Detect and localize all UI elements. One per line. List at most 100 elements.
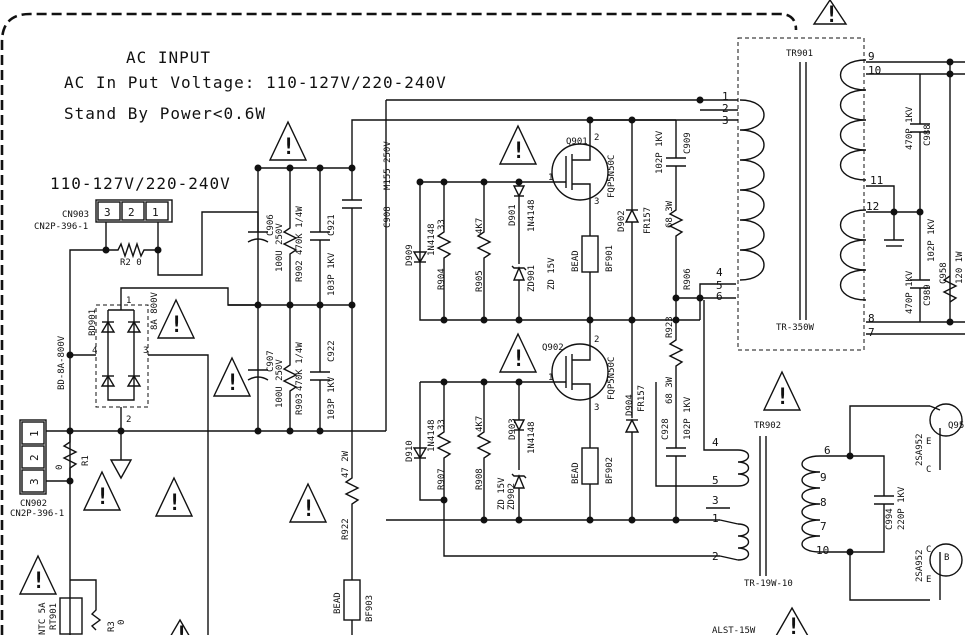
c989-label: C989 [923, 284, 933, 306]
d910-value: 1N4148 [427, 419, 437, 452]
bd901-rating: 8A 800V [150, 291, 160, 330]
svg-text:!: ! [96, 485, 109, 510]
tr902-part: TR-19W-10 [744, 579, 793, 589]
q95-top-part: 2SA952 [915, 433, 925, 466]
q901-label: Q901 [566, 137, 588, 147]
c907-label: C907 [266, 350, 276, 372]
c909-label: C909 [683, 132, 693, 154]
bf901-label: BF901 [605, 245, 615, 272]
rt901-thermistor [59, 597, 83, 635]
r1-label: R1 [81, 455, 91, 466]
c922-value: 103P 1KV [327, 376, 337, 420]
r906-label: R906 [683, 268, 693, 290]
c908-label: C908 [383, 206, 393, 228]
cn902-pin1: 1 [28, 430, 41, 437]
zd901-value: ZD 15V [547, 257, 557, 290]
c928-value: 102P 1KV [683, 396, 693, 440]
warning-icon: ! [498, 124, 538, 165]
r902-value: 470K 1/4W [295, 206, 305, 255]
c906-value: 100U 250V [275, 223, 285, 272]
tr901-pin4: 4 [716, 266, 723, 279]
svg-text:!: ! [302, 497, 315, 522]
tr901-pin2: 2 [722, 102, 729, 115]
svg-text:!: ! [175, 623, 188, 635]
r3-value: 0 [117, 620, 127, 625]
cn902-pin3: 3 [28, 478, 41, 485]
c994-value: 220P 1KV [897, 486, 907, 530]
tr901-pin12: 12 [866, 200, 879, 213]
title-ac-input: AC INPUT [126, 48, 211, 67]
warning-icon: ! [170, 618, 190, 635]
bd901-box [95, 304, 149, 408]
q95-top-e: E [926, 437, 931, 447]
svg-text:!: ! [825, 3, 838, 28]
zd902-value: ZD 15V [497, 477, 507, 510]
q95-transistor-bottom [929, 543, 963, 577]
r922-label: R922 [341, 518, 351, 540]
d909-label: D909 [405, 244, 415, 266]
warning-icon: ! [154, 476, 194, 517]
r-120-value: 120 1W [955, 251, 965, 284]
svg-text:!: ! [32, 569, 45, 594]
r1-resistor [62, 431, 78, 481]
tr901-pin9: 9 [868, 50, 875, 63]
warning-icon: ! [156, 298, 196, 339]
warning-icon: ! [212, 356, 252, 397]
svg-text:!: ! [226, 371, 239, 396]
r908-label: R908 [475, 468, 485, 490]
tr902-pin3: 3 [712, 494, 719, 507]
cn903-label: CN903 [62, 210, 89, 220]
q95-bottom-c: C [926, 545, 931, 555]
c909-value: 102P 1KV [655, 130, 665, 174]
bf903-bead-label: BEAD [333, 592, 343, 614]
bd-pin1: 1 [126, 296, 131, 306]
d902-label: D902 [617, 210, 627, 232]
r922-value: 47 2W [341, 450, 351, 478]
bf902-bead [581, 447, 599, 485]
tr902-pin5: 5 [712, 474, 719, 487]
warning-icon: ! [812, 0, 848, 28]
q901-pin1: 1 [548, 173, 553, 183]
q902-pin3: 3 [594, 403, 599, 413]
cn902-pin2: 2 [28, 454, 41, 461]
r923-label: R923 [665, 316, 675, 338]
q901-part: FQP5N50C [607, 155, 617, 198]
d903-label: D903 [508, 418, 518, 440]
ground-symbol [109, 459, 133, 480]
cn903-connector [95, 199, 173, 223]
tr901-pin7: 7 [868, 326, 875, 339]
tr901-pin1: 1 [722, 90, 729, 103]
tr902-pin7: 7 [820, 520, 827, 533]
board-outline [0, 12, 798, 635]
tr902-winding-a [737, 449, 750, 487]
d909-value: 1N4148 [427, 223, 437, 256]
d904-part: FR157 [637, 385, 647, 412]
tr901-primary [739, 99, 765, 281]
c907-value: 100U 250V [275, 359, 285, 408]
c989-value: 470P 1KV [905, 270, 915, 314]
tr901-part: TR-350W [776, 323, 815, 333]
tr902-pin9: 9 [820, 471, 827, 484]
svg-text:!: ! [776, 385, 789, 410]
warning-icon: ! [18, 554, 58, 595]
svg-text:!: ! [170, 313, 183, 338]
d901-value: 1N4148 [527, 199, 537, 232]
tr902-secondary [801, 455, 821, 553]
c958-value: 102P 1KV [927, 218, 937, 262]
zd902-label: ZD902 [507, 483, 517, 510]
zd901-label: ZD901 [527, 265, 537, 292]
q95-label: Q95 [948, 421, 964, 431]
q902-pin2: 2 [594, 335, 599, 345]
title-voltage: AC In Put Voltage: 110-127V/220-240V [64, 73, 447, 92]
tr902-pin1: 1 [712, 512, 719, 525]
c921-value: 103P 1KV [327, 252, 337, 296]
tr902-label: TR902 [754, 421, 781, 431]
cn902-label: CN902 [20, 499, 47, 509]
tr902-pin10: 10 [816, 544, 829, 557]
svg-text:!: ! [512, 139, 525, 164]
tr901-pin8: 8 [868, 312, 875, 325]
r2-label: R2 0 [120, 258, 142, 268]
c928-label: C928 [661, 418, 671, 440]
r908-value: 4K7 [475, 416, 485, 432]
